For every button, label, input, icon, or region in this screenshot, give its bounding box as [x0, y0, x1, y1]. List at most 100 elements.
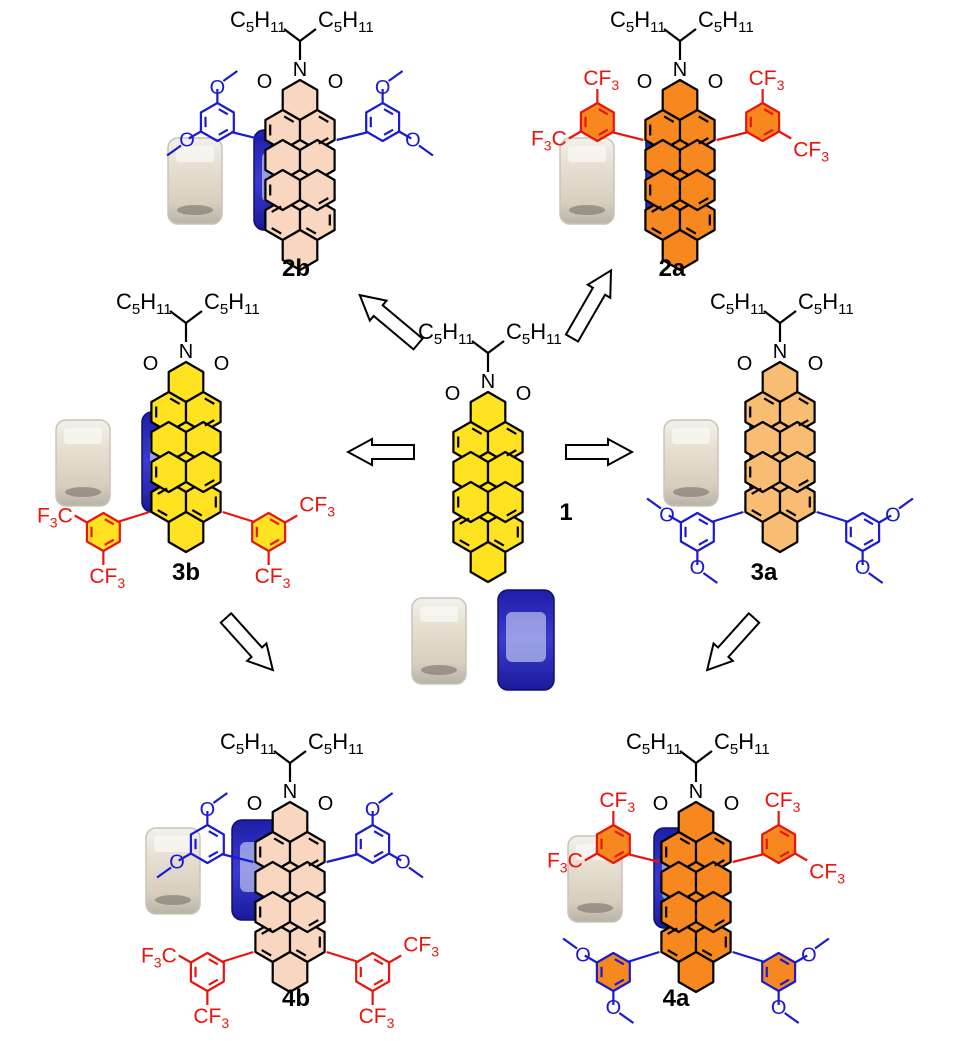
double-bond — [698, 538, 709, 546]
perylene-core-2b — [264, 78, 336, 272]
double-bond — [698, 518, 709, 526]
vial-glare — [64, 428, 102, 444]
methyl-bond — [868, 572, 884, 584]
double-bond — [218, 128, 229, 136]
arrow-shape — [345, 437, 415, 467]
oxygen-atom: O — [318, 793, 334, 815]
methoxy-oxygen: O — [375, 77, 391, 99]
alkyl-chain-label: C5H11 — [116, 289, 172, 318]
nitrogen-atom: N — [689, 781, 703, 803]
oxygen-atom: O — [143, 353, 159, 375]
bis-methoxy-phenyl: OO — [156, 792, 254, 879]
methoxy-oxygen: O — [606, 997, 622, 1019]
double-bond — [779, 850, 790, 858]
methyl-bond — [408, 866, 424, 879]
double-bond — [459, 539, 470, 547]
arrow-shape — [705, 611, 761, 672]
perylene-core-4b — [254, 800, 326, 994]
double-bond — [714, 859, 725, 867]
double-bond — [493, 539, 505, 547]
nitrogen-atom: N — [283, 781, 297, 803]
double-bond — [269, 538, 280, 546]
vial-base — [569, 205, 605, 215]
methyl-bond — [618, 1012, 634, 1024]
methoxy-oxygen: O — [771, 997, 787, 1019]
alkyl-bond — [273, 750, 291, 764]
oxygen-atom: O — [257, 71, 273, 93]
substituent-bond — [284, 514, 298, 524]
perylene-core-3b — [150, 360, 222, 554]
methyl-bond — [898, 497, 914, 510]
double-bond — [751, 509, 762, 517]
cf3-label: F3C — [37, 505, 73, 531]
cf3-label: F3C — [531, 128, 567, 154]
substituent-bond — [794, 954, 808, 964]
alkyl-chain-label: C5H11 — [698, 7, 754, 36]
open-arrow-to-4b — [219, 611, 275, 672]
substituent-bond — [178, 954, 192, 964]
alkyl-bond — [663, 28, 681, 42]
aryl-core-bond — [816, 510, 849, 524]
alkyl-chain-label: C5H11 — [204, 289, 260, 318]
ring — [778, 450, 816, 494]
oxygen-atom: O — [737, 353, 753, 375]
double-bond — [373, 958, 384, 966]
nitrogen-atom: N — [481, 371, 495, 393]
alkyl-bond — [289, 750, 307, 764]
alkyl-chain-label: C5H11 — [230, 7, 286, 36]
open-arrow-to-2b — [358, 293, 424, 351]
perylene-core-4a — [660, 800, 732, 994]
alkyl-bond — [779, 310, 797, 324]
double-bond — [667, 927, 678, 935]
methoxy-oxygen: O — [365, 799, 381, 821]
double-bond — [157, 509, 168, 517]
double-bond — [283, 115, 295, 123]
arrow-shape — [219, 611, 275, 672]
perylene-core-1 — [452, 390, 524, 584]
alkyl-chain-label: C5H11 — [798, 289, 854, 318]
double-bond — [714, 837, 725, 845]
double-bond — [204, 479, 215, 487]
double-bond — [614, 830, 625, 838]
double-bond — [308, 837, 319, 845]
double-bond — [318, 115, 329, 123]
bis-methoxy-phenyl: OO — [732, 937, 830, 1024]
methoxy-oxygen: O — [179, 130, 195, 152]
double-bond — [269, 518, 280, 526]
alkyl-chain-label: C5H11 — [418, 319, 474, 348]
alkyl-bond — [185, 310, 203, 324]
double-bond — [506, 449, 517, 457]
methyl-bond — [222, 70, 238, 82]
substituent-bond — [794, 852, 808, 862]
methoxy-oxygen: O — [200, 799, 216, 821]
alkyl-bond — [679, 28, 697, 42]
cf3-label: CF3 — [765, 789, 801, 815]
alkyl-chain-label: C5H11 — [714, 729, 770, 758]
cf3-label: CF3 — [89, 565, 125, 591]
double-bond — [785, 509, 797, 517]
alkyl-bond — [695, 750, 713, 764]
aryl-core-bond — [221, 852, 254, 864]
perylene-core-2a — [644, 78, 716, 272]
cf3-label: CF3 — [255, 565, 291, 591]
nitrogen-atom: N — [673, 59, 687, 81]
oxygen-atom: O — [724, 793, 740, 815]
double-bond — [459, 517, 470, 525]
open-arrow-to-3a — [565, 437, 635, 467]
substituent-bond — [188, 130, 202, 140]
ring — [281, 228, 319, 272]
bis-methoxy-phenyl: OO — [336, 70, 434, 157]
vial-glare — [568, 146, 606, 162]
bis-cf3-phenyl: CF3 F3C — [37, 505, 150, 591]
ring — [298, 168, 336, 212]
